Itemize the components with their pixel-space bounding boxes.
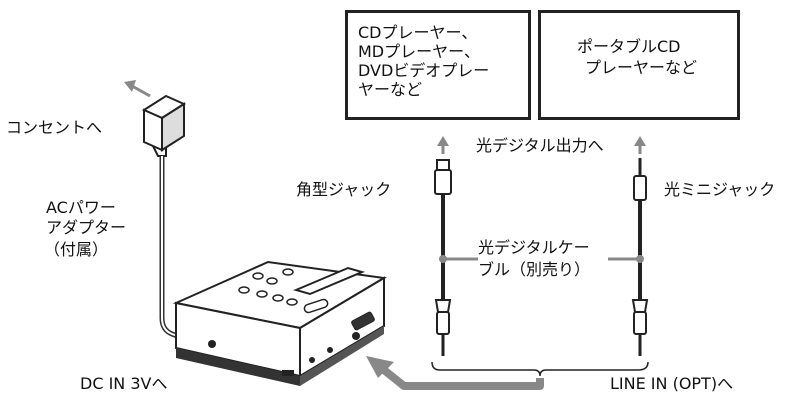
box-line: DVDビデオプレー	[358, 61, 490, 80]
optical-cable-label: 光デジタルケー	[478, 238, 590, 257]
square-jack-cable	[434, 136, 452, 356]
mini-jack-cable	[631, 136, 649, 356]
source-box-cd-md-dvd: CDプレーヤー、 MDプレーヤー、 DVDビデオプレー ヤーなど	[345, 10, 531, 120]
source-box-portable-cd: ポータブルCD プレーヤーなど	[538, 10, 740, 120]
line-in-arrow	[381, 366, 544, 390]
ac-adapter-icon	[141, 94, 187, 157]
dc-in-label: DC IN 3Vへ	[80, 374, 168, 393]
square-jack-label: 角型ジャック	[296, 180, 392, 199]
ac-adapter-label: （付属）	[44, 240, 109, 259]
optical-cable-label: ブル（別売り）	[478, 260, 591, 279]
optical-mini-jack-label: 光ミニジャック	[664, 180, 776, 199]
line-in-label: LINE IN (OPT)へ	[610, 374, 734, 393]
box-line: CDプレーヤー、	[358, 23, 478, 42]
box-line: プレーヤーなど	[585, 58, 698, 77]
ac-adapter-label: ACパワー	[46, 198, 116, 217]
box-line: MDプレーヤー、	[358, 42, 480, 61]
md-player-device	[172, 260, 387, 386]
outlet-arrow	[131, 84, 151, 98]
outlet-label: コンセントへ	[6, 118, 103, 137]
box-line: ヤーなど	[358, 80, 423, 99]
optical-digital-out-label: 光デジタル出力へ	[476, 136, 604, 155]
box-line: ポータブルCD	[577, 37, 681, 56]
cable-brace	[431, 361, 649, 377]
ac-adapter-label: アダプター	[46, 218, 127, 237]
